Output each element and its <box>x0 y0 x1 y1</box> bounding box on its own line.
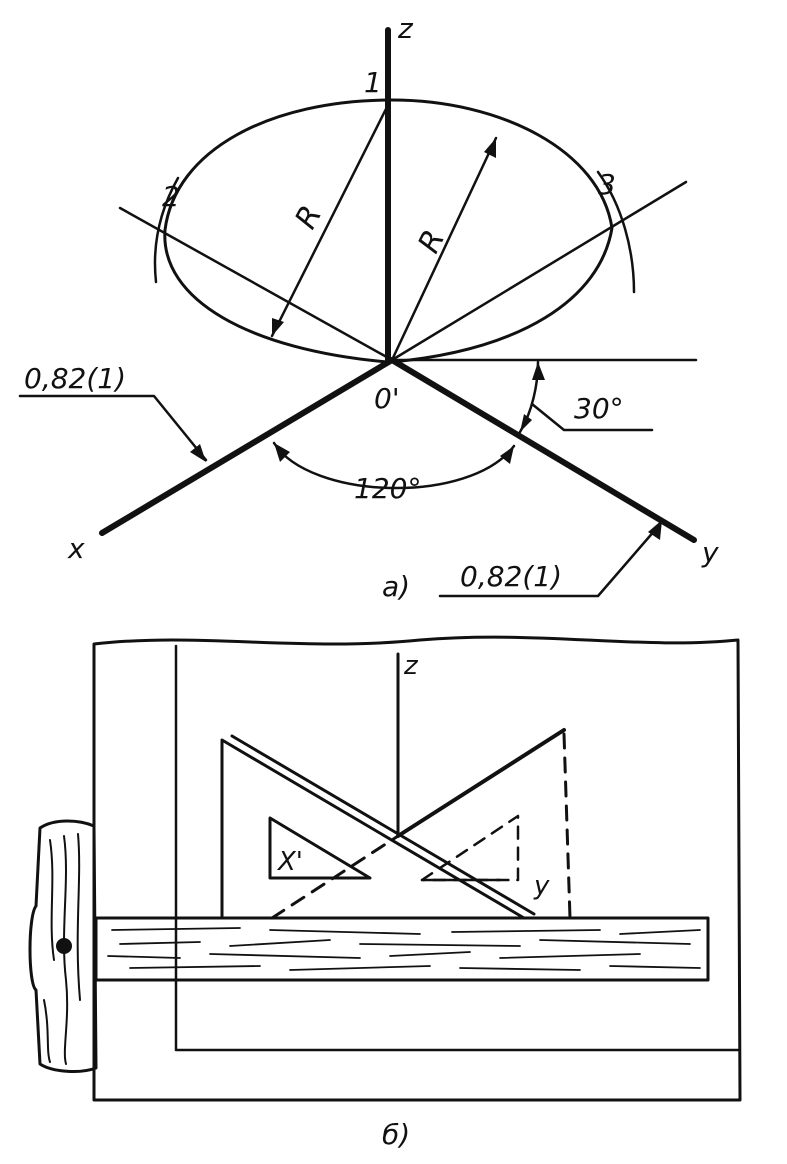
t-square-head-grain <box>43 833 81 1065</box>
caption-b: б) <box>382 1118 410 1151</box>
drawing-board-outline <box>92 635 742 1102</box>
scale-y-leader <box>438 520 664 598</box>
angle-30-arrowhead-top <box>532 362 545 380</box>
label-point-3: 3 <box>598 168 616 201</box>
set-square-right-dashed-edge <box>270 732 572 920</box>
label-angle-30: 30° <box>574 392 624 425</box>
label-origin: 0' <box>374 382 400 415</box>
scale-x-arrowhead <box>190 444 206 462</box>
label-radius-right: R <box>411 225 452 259</box>
label-y-axis: y <box>701 536 719 569</box>
intersection-arc-3 <box>596 170 636 294</box>
radius-line-right <box>390 136 498 362</box>
label-z-axis-b: z <box>403 651 419 681</box>
t-square-pivot-pin-icon <box>56 938 72 954</box>
label-scale-y: 0,82(1) <box>460 560 562 593</box>
angle-120-arrowhead-right <box>500 446 514 464</box>
t-square-blade-grain <box>107 927 701 971</box>
x-axis-line <box>99 357 395 536</box>
label-y-axis-b: y <box>533 871 550 901</box>
set-square-left-cutout <box>268 816 372 880</box>
angle-30-leader <box>530 402 654 432</box>
set-square-left-edge <box>230 734 536 916</box>
label-radius-left: R <box>288 200 329 235</box>
set-square-right-solid-edge <box>396 728 566 838</box>
scale-x-leader <box>18 394 208 462</box>
ray-to-point-2 <box>118 206 394 362</box>
radius-arrowhead-right <box>484 138 496 158</box>
y-axis-line <box>389 357 697 543</box>
t-square-blade <box>94 916 710 982</box>
angle-120-arc <box>272 441 516 490</box>
construction-circle <box>163 98 614 364</box>
angle-30-arrowhead-bottom <box>520 414 532 432</box>
label-z-axis: z <box>397 12 414 45</box>
intersection-arc-2 <box>153 176 180 284</box>
angle-120-arrowhead-left <box>274 443 290 462</box>
set-square-left <box>220 738 526 920</box>
label-scale-x: 0,82(1) <box>24 362 126 395</box>
label-angle-120: 120° <box>354 472 421 505</box>
label-point-1: 1 <box>364 66 382 99</box>
radius-line-left <box>270 103 390 338</box>
figure-a: z 1 2 3 R R 0' 0,82(1) 30° 120° x y 0,82… <box>18 12 719 603</box>
label-x-axis-b: X' <box>276 847 303 877</box>
scale-y-arrowhead <box>648 520 662 540</box>
radius-arrowhead-left <box>272 318 284 336</box>
paper-sheet <box>174 644 740 1052</box>
caption-a: a) <box>382 570 410 603</box>
figure-b: z X' y б) <box>28 635 742 1151</box>
set-square-right-cutout <box>420 814 520 882</box>
t-square-head <box>28 819 98 1073</box>
ray-to-point-3 <box>390 180 688 362</box>
label-x-axis: x <box>67 532 85 565</box>
label-point-2: 2 <box>162 180 180 213</box>
